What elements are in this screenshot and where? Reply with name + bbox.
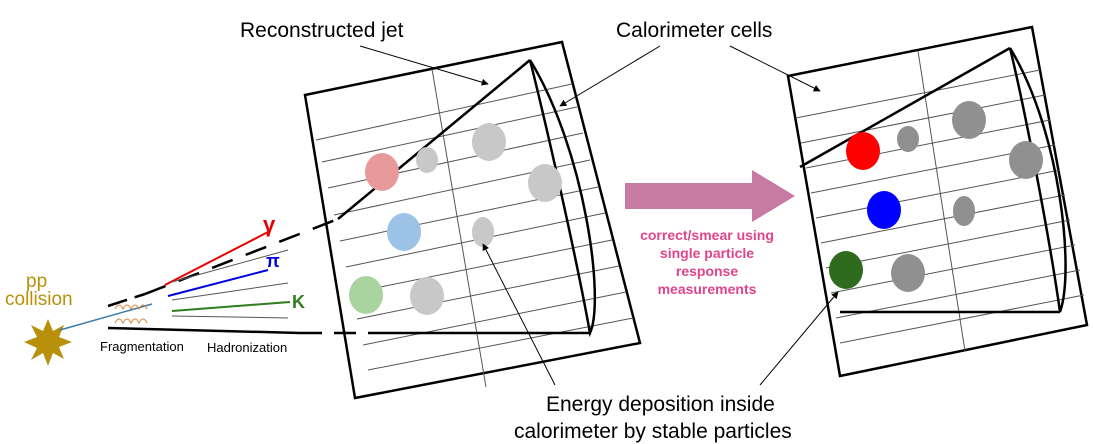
- deposit-faded-red: [365, 153, 399, 191]
- gamma-label: γ: [263, 212, 276, 237]
- right-jet-cone: [799, 46, 1067, 314]
- hadron-tracks: [164, 231, 291, 319]
- right-calorimeter: [786, 25, 1089, 378]
- energy-deposition-line2: calorimeter by stable particles: [514, 420, 792, 443]
- pp-collision: pp collision: [5, 271, 73, 366]
- neutral-track-1: [171, 249, 289, 283]
- energy-deposition-line1: Energy deposition inside: [546, 393, 775, 416]
- gluon-curl-2: [114, 318, 148, 325]
- gamma-track: [164, 231, 269, 286]
- arrow-text-line1: correct/smear using: [640, 227, 774, 243]
- correction-arrow: correct/smear using single particle resp…: [625, 170, 795, 297]
- deposit-gray-5: [410, 277, 444, 315]
- deposit-solid-red: [846, 132, 880, 170]
- reconstructed-jet-label: Reconstructed jet: [240, 19, 404, 42]
- calorimeter-arrow-left: [559, 45, 661, 107]
- arrow-text-line4: measurements: [658, 281, 757, 297]
- pp-label: pp: [26, 271, 47, 292]
- left-jet-cone: [107, 59, 597, 338]
- k-track: [171, 301, 291, 312]
- collision-label: collision: [5, 289, 73, 310]
- neutral-track-2: [171, 282, 289, 301]
- collision-star-icon: [24, 319, 72, 366]
- deposit-dark-gray-3: [1009, 141, 1043, 179]
- deposit-dark-gray-5: [891, 254, 925, 292]
- right-calorimeter-grid: [795, 50, 1085, 352]
- k-label: K: [292, 292, 305, 312]
- deposit-gray-1: [416, 147, 438, 173]
- right-calorimeter-frame: [786, 25, 1089, 378]
- arrow-text-line2: single particle: [660, 245, 754, 261]
- deposit-gray-2: [472, 123, 506, 161]
- deposit-faded-green: [349, 276, 383, 314]
- energy-arrow-left: [482, 243, 556, 386]
- reconstructed-jet-arrow: [359, 45, 489, 86]
- left-calorimeter: [107, 40, 642, 400]
- fragmentation-label: Fragmentation: [100, 339, 184, 354]
- partons: [59, 303, 153, 331]
- pi-track: [167, 269, 269, 297]
- correction-arrow-shape: [625, 170, 795, 222]
- calorimeter-arrow-right: [729, 45, 821, 92]
- arrow-text-line3: response: [676, 263, 738, 279]
- deposit-solid-blue: [867, 191, 901, 229]
- calorimeter-cells-label: Calorimeter cells: [616, 19, 772, 42]
- left-calorimeter-frame: [303, 40, 642, 400]
- deposit-dark-gray-1: [897, 126, 919, 152]
- deposit-gray-4: [472, 217, 494, 247]
- gluon-curl-1: [114, 304, 148, 311]
- deposit-faded-blue: [387, 213, 421, 251]
- energy-arrow-right: [759, 291, 839, 386]
- deposit-gray-3: [528, 164, 562, 202]
- parton-line: [59, 303, 153, 331]
- left-calorimeter-grid: [315, 68, 634, 388]
- deposit-dark-gray-2: [952, 101, 986, 139]
- deposit-solid-green: [829, 251, 863, 289]
- deposit-dark-gray-4: [953, 196, 975, 226]
- hadronization-label: Hadronization: [207, 340, 287, 355]
- neutral-track-3: [171, 315, 289, 319]
- pi-label: π: [266, 251, 280, 271]
